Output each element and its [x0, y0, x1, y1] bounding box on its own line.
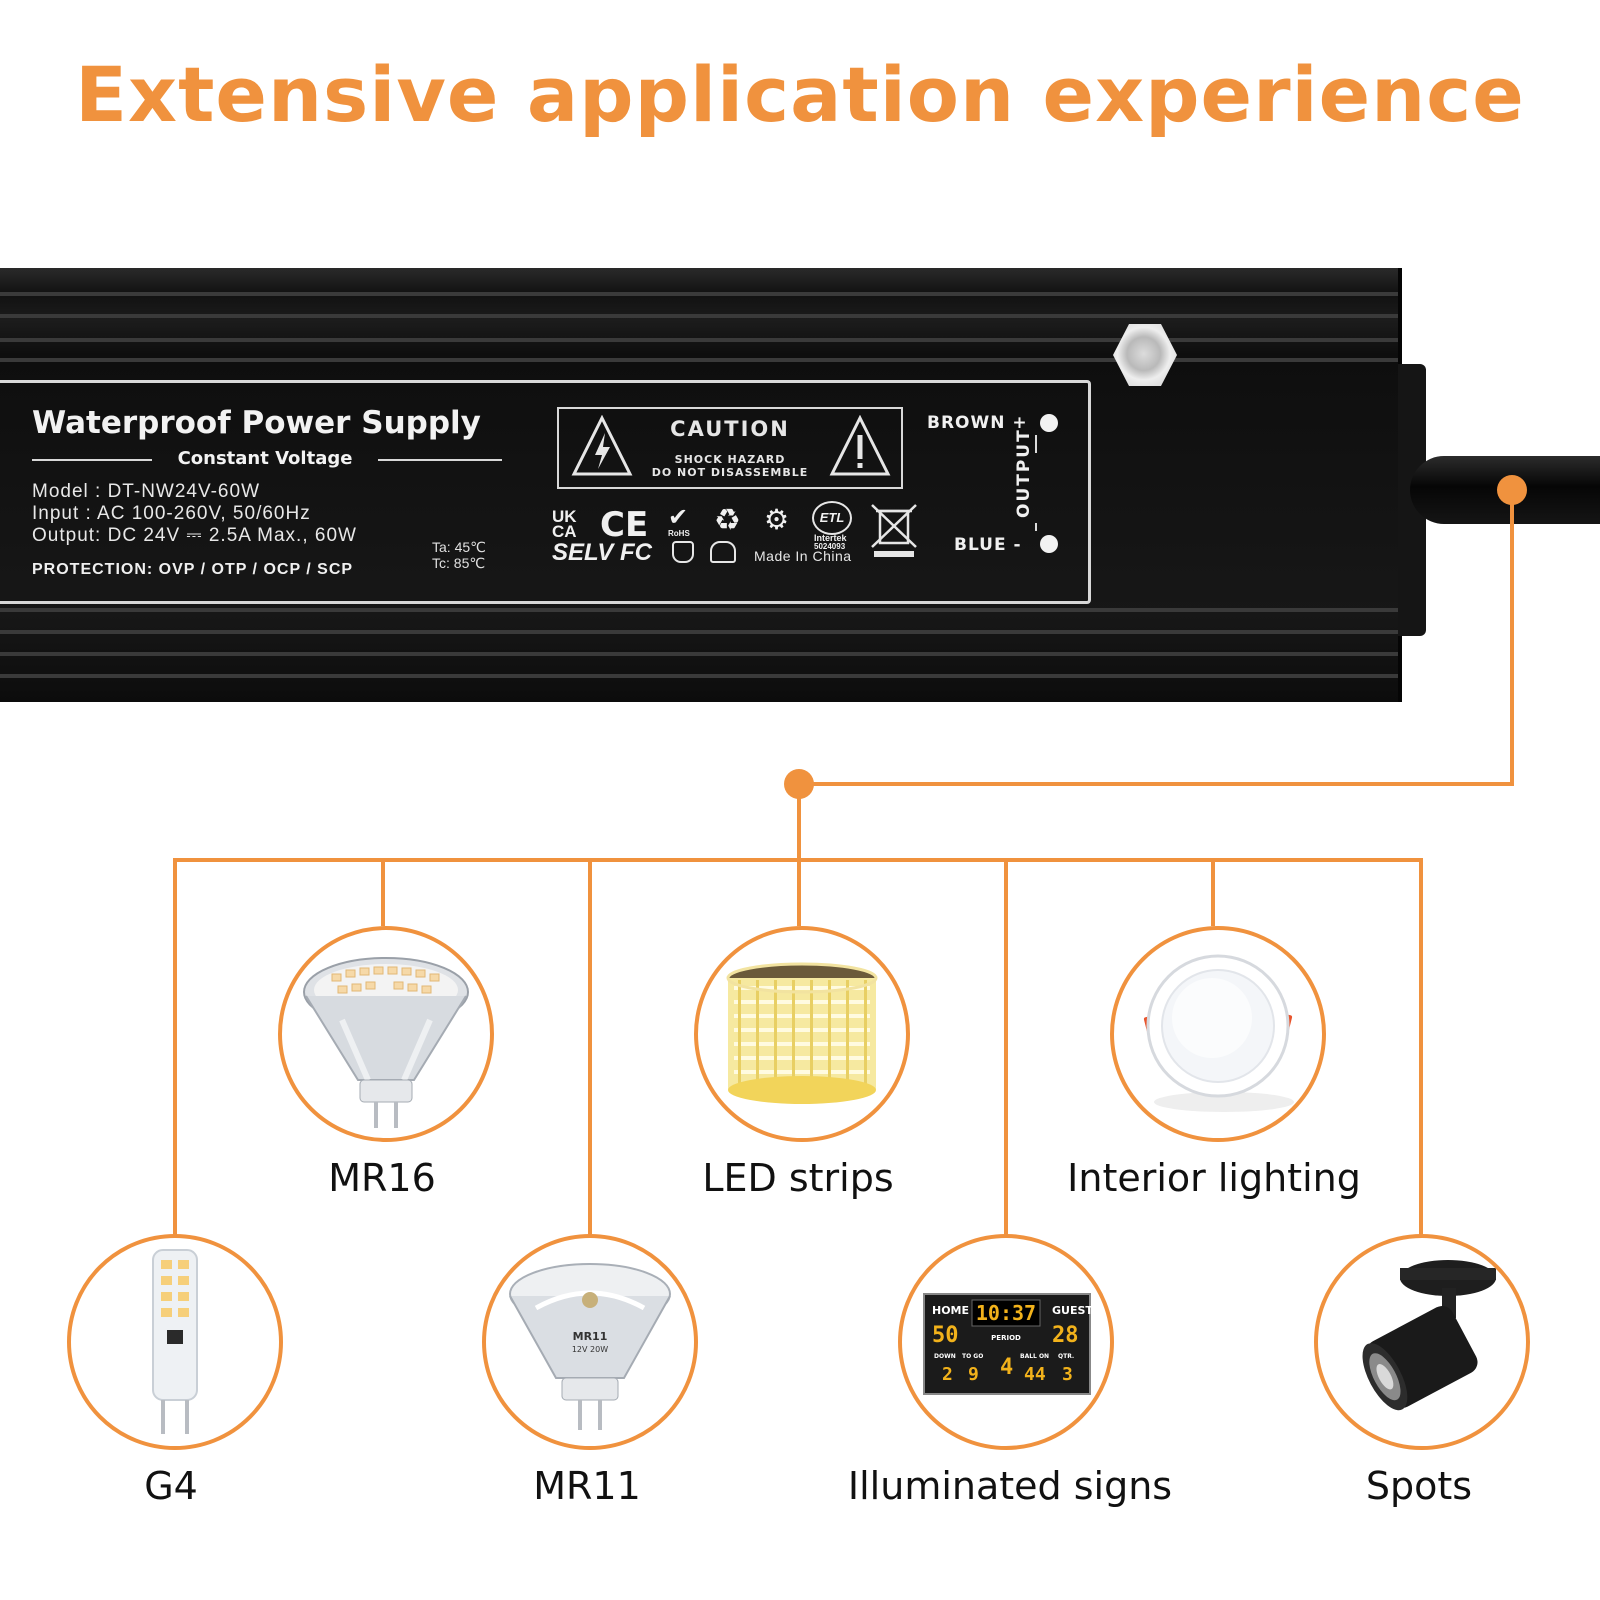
- housing-groove: [0, 674, 1398, 678]
- g4-bulb-icon: [152, 1249, 198, 1434]
- spotlight-icon: [1362, 1260, 1496, 1411]
- scoreboard-qtr-label: QTR.: [1058, 1353, 1074, 1360]
- scoreboard-home-score: 50: [932, 1323, 959, 1348]
- divider: [32, 459, 152, 461]
- output-label: OUTPUT: [1014, 428, 1034, 518]
- made-in-label: Made In China: [754, 548, 852, 564]
- app-label-mr16: MR16: [328, 1156, 436, 1200]
- app-label-led-strips: LED strips: [702, 1156, 894, 1200]
- led-strips-bubble: [694, 926, 910, 1142]
- protection-class-icon: [672, 541, 694, 563]
- product-title: Waterproof Power Supply: [32, 405, 481, 441]
- housing-groove: [0, 338, 1398, 342]
- scoreboard-clock: 10:37: [976, 1301, 1036, 1325]
- divider: [378, 459, 502, 461]
- interior-lighting-bubble: [1110, 926, 1326, 1142]
- housing-groove: [0, 608, 1398, 612]
- spec-input: Input : AC 100-260V, 50/60Hz: [32, 503, 311, 524]
- housing-groove: [0, 652, 1398, 656]
- housing-groove: [0, 358, 1398, 362]
- wire-positive-label: BROWN +: [927, 413, 1028, 433]
- app-label-interior-lighting: Interior lighting: [1067, 1156, 1361, 1200]
- scoreboard-ballon-label: BALL ON: [1020, 1353, 1049, 1360]
- housing-groove: [0, 314, 1398, 318]
- electric-hazard-icon: [571, 415, 633, 476]
- output-line: [1035, 435, 1037, 453]
- scoreboard-down: 2: [942, 1364, 953, 1385]
- app-label-mr11: MR11: [533, 1464, 641, 1508]
- headline: Extensive application experience: [75, 50, 1525, 139]
- scoreboard-down-label: DOWN: [934, 1353, 956, 1360]
- housing-groove: [0, 630, 1398, 634]
- caution-line: DO NOT DISASSEMBLE: [651, 466, 809, 479]
- mr16-bubble: [278, 926, 494, 1142]
- mr11-marking: MR11: [573, 1330, 608, 1343]
- mr11-bubble: MR11 12V 20W: [482, 1234, 698, 1450]
- output-cable: [1410, 456, 1600, 524]
- scoreboard-period: 4: [1000, 1355, 1013, 1380]
- caution-box: CAUTION SHOCK HAZARD DO NOT DISASSEMBLE: [557, 407, 903, 489]
- product-subtitle: Constant Voltage: [177, 448, 353, 469]
- app-label-spots: Spots: [1365, 1464, 1473, 1508]
- spots-bubble: [1314, 1234, 1530, 1450]
- caution-line: SHOCK HAZARD: [674, 453, 786, 466]
- weee-bin-icon: [871, 504, 917, 557]
- scoreboard-togo-label: TO GO: [962, 1353, 983, 1360]
- app-label-illuminated-signs: Illuminated signs: [847, 1464, 1173, 1508]
- housing-groove: [0, 292, 1398, 296]
- product-label: Waterproof Power Supply Constant Voltage…: [0, 380, 1091, 604]
- scoreboard-qtr: 3: [1062, 1364, 1073, 1385]
- warning-icon: [829, 415, 891, 476]
- ce-mark-icon: CE: [600, 505, 649, 545]
- scoreboard-guest-label: GUEST: [1052, 1304, 1093, 1317]
- output-line: [1035, 523, 1037, 531]
- led-strip-reel-icon: [726, 962, 878, 1104]
- scoreboard-togo: 9: [968, 1364, 979, 1385]
- fcc-mark: FC: [620, 539, 652, 566]
- efficiency-mark-icon: ⚙: [764, 504, 790, 535]
- caution-title: CAUTION: [670, 417, 790, 441]
- scoreboard-home-label: HOME: [932, 1304, 969, 1317]
- connector-node-icon: [784, 769, 814, 799]
- selv-mark: SELV: [552, 539, 614, 566]
- rohs-mark: RoHS: [668, 529, 690, 538]
- mr11-rating: 12V 20W: [572, 1345, 608, 1354]
- scoreboard-guest-score: 28: [1052, 1323, 1079, 1348]
- spec-protection: PROTECTION: OVP / OTP / OCP / SCP: [32, 561, 354, 578]
- etl-mark-icon: ETL: [812, 501, 852, 535]
- case-temp: Tc: 85℃: [432, 555, 486, 571]
- g4-bubble: [67, 1234, 283, 1450]
- recessed-downlight-icon: [1143, 954, 1294, 1112]
- wire-terminal-dot: [1040, 535, 1058, 553]
- wire-negative-label: BLUE -: [954, 535, 1022, 555]
- spec-model: Model : DT-NW24V-60W: [32, 481, 260, 502]
- recycle-icon: ♻: [714, 504, 741, 537]
- indoor-use-icon: [710, 541, 736, 563]
- illuminated-signs-bubble: HOME GUEST 10:37 50 28 PERIOD DOWN TO GO…: [898, 1234, 1114, 1450]
- ambient-temp: Ta: 45℃: [432, 539, 486, 555]
- scoreboard-sign-icon: HOME GUEST 10:37 50 28 PERIOD DOWN TO GO…: [923, 1293, 1093, 1395]
- mr16-bulb-icon: [303, 957, 469, 1128]
- scoreboard-period-label: PERIOD: [991, 1334, 1021, 1342]
- scoreboard-ballon: 44: [1024, 1364, 1046, 1385]
- spec-output: Output: DC 24V ⎓ 2.5A Max., 60W: [32, 525, 357, 546]
- app-label-g4: G4: [144, 1464, 198, 1508]
- temperature-ratings: Ta: 45℃ Tc: 85℃: [432, 539, 486, 571]
- wire-terminal-dot: [1040, 414, 1058, 432]
- mr11-bulb-icon: MR11 12V 20W: [509, 1263, 671, 1430]
- checkmark-icon: ✔: [668, 504, 689, 531]
